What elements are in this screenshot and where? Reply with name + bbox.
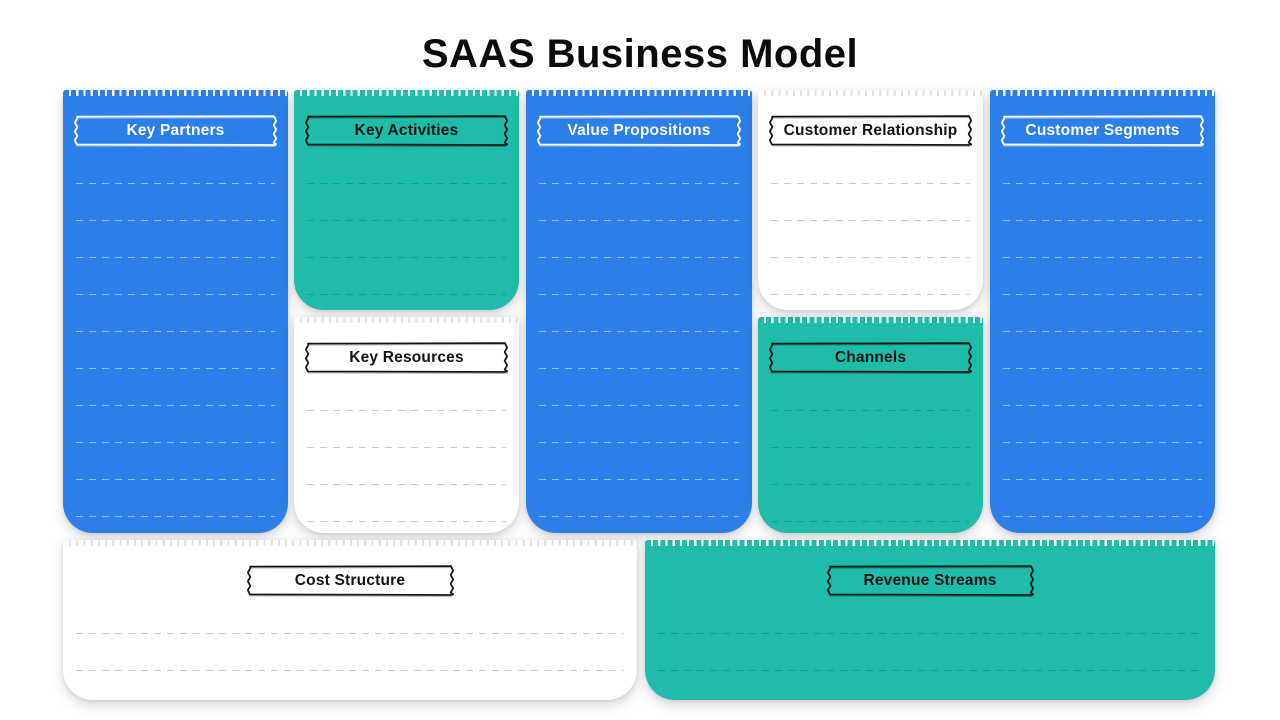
customer-relationship-title: Customer Relationship <box>783 121 958 139</box>
rule-line <box>76 405 275 406</box>
value-propositions-ruled-lines <box>539 183 739 553</box>
rule-line <box>539 294 739 295</box>
sketch-border <box>537 115 741 147</box>
sketch-border <box>826 565 1034 597</box>
block-key-partners: Key Partners <box>63 90 288 533</box>
key-resources-title: Key Resources <box>349 348 464 366</box>
rule-line <box>76 442 275 443</box>
rule-line <box>307 257 506 258</box>
block-revenue-streams: Revenue Streams <box>645 540 1215 700</box>
rule-line <box>539 183 739 184</box>
cost-structure-ruled-lines <box>76 633 624 707</box>
channels-title-box: Channels <box>768 341 973 374</box>
rule-line <box>771 484 970 485</box>
rule-line <box>771 294 970 295</box>
sketch-border <box>305 342 508 374</box>
sketch-border <box>1001 115 1204 147</box>
block-customer-segments: Customer Segments <box>990 90 1215 533</box>
block-channels: Channels <box>758 317 983 533</box>
cost-structure-title-box: Cost Structure <box>246 564 455 597</box>
rule-line <box>1003 442 1202 443</box>
block-value-propositions: Value Propositions <box>526 90 752 533</box>
rule-line <box>307 447 506 448</box>
rule-line <box>539 368 739 369</box>
rule-line <box>539 257 739 258</box>
key-resources-ruled-lines <box>307 410 506 558</box>
rule-line <box>76 331 275 332</box>
key-activities-title-box: Key Activities <box>304 114 509 147</box>
rule-line <box>771 257 970 258</box>
rule-line <box>658 633 1202 634</box>
key-activities-title: Key Activities <box>354 121 459 139</box>
sketch-border <box>246 565 454 597</box>
rule-line <box>76 670 624 671</box>
key-partners-title-box: Key Partners <box>73 114 278 147</box>
customer-relationship-ruled-lines <box>771 183 970 331</box>
value-propositions-title-box: Value Propositions <box>536 114 742 147</box>
page-title: SAAS Business Model <box>421 32 859 76</box>
rule-line <box>539 516 739 517</box>
customer-segments-ruled-lines <box>1003 183 1202 553</box>
rule-line <box>539 479 739 480</box>
rule-line <box>307 183 506 184</box>
rule-line <box>76 257 275 258</box>
rule-line <box>1003 257 1202 258</box>
block-key-resources: Key Resources <box>294 317 519 533</box>
rule-line <box>771 447 970 448</box>
customer-segments-title-box: Customer Segments <box>1000 114 1205 147</box>
value-propositions-title: Value Propositions <box>567 121 711 139</box>
rule-line <box>1003 331 1202 332</box>
rule-line <box>1003 220 1202 221</box>
rule-line <box>771 220 970 221</box>
revenue-streams-title-box: Revenue Streams <box>826 564 1035 597</box>
rule-line <box>307 484 506 485</box>
rule-line <box>1003 294 1202 295</box>
rule-line <box>539 442 739 443</box>
rule-line <box>307 521 506 522</box>
rule-line <box>76 368 275 369</box>
rule-line <box>76 516 275 517</box>
rule-line <box>307 294 506 295</box>
rule-line <box>76 479 275 480</box>
sketch-border <box>769 342 972 374</box>
rule-line <box>658 670 1202 671</box>
rule-line <box>307 410 506 411</box>
block-cost-structure: Cost Structure <box>63 540 637 700</box>
rule-line <box>76 220 275 221</box>
customer-relationship-title-box: Customer Relationship <box>768 114 973 147</box>
block-customer-relationship: Customer Relationship <box>758 90 983 310</box>
rule-line <box>1003 479 1202 480</box>
channels-ruled-lines <box>771 410 970 558</box>
revenue-streams-title: Revenue Streams <box>863 571 997 589</box>
rule-line <box>307 220 506 221</box>
rule-line <box>771 521 970 522</box>
customer-segments-title: Customer Segments <box>1025 121 1180 139</box>
rule-line <box>539 331 739 332</box>
key-partners-ruled-lines <box>76 183 275 553</box>
sketch-border <box>305 115 508 147</box>
rule-line <box>771 183 970 184</box>
rule-line <box>771 410 970 411</box>
rule-line <box>1003 516 1202 517</box>
rule-line <box>539 220 739 221</box>
revenue-streams-ruled-lines <box>658 633 1202 707</box>
rule-line <box>76 183 275 184</box>
block-key-activities: Key Activities <box>294 90 519 310</box>
key-partners-title: Key Partners <box>126 121 225 139</box>
cost-structure-title: Cost Structure <box>294 571 406 589</box>
rule-line <box>539 405 739 406</box>
key-resources-title-box: Key Resources <box>304 341 509 374</box>
sketch-border <box>769 115 972 147</box>
key-activities-ruled-lines <box>307 183 506 331</box>
rule-line <box>1003 183 1202 184</box>
rule-line <box>1003 405 1202 406</box>
rule-line <box>76 633 624 634</box>
channels-title: Channels <box>834 348 907 366</box>
sketch-border <box>74 115 277 147</box>
rule-line <box>1003 368 1202 369</box>
rule-line <box>76 294 275 295</box>
